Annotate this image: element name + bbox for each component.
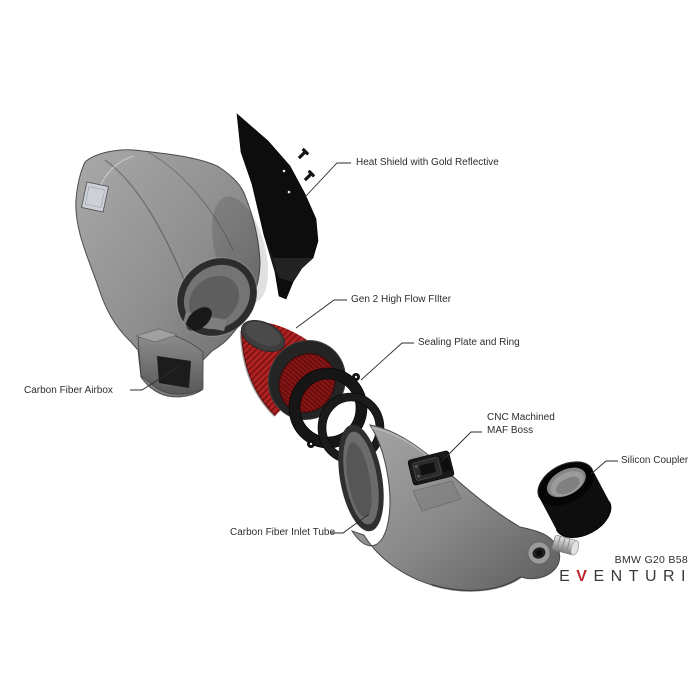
logo-letter-e: E <box>559 568 577 585</box>
leader-airbox <box>130 365 181 391</box>
label-maf-line1: CNC Machined <box>487 412 555 423</box>
logo-letters-rest: ENTURI <box>593 568 692 585</box>
leader-lines <box>130 162 618 534</box>
eventuri-logo: EVENTURI <box>559 568 692 586</box>
inlet-tube-graphic <box>338 424 580 592</box>
airbox-opening <box>176 257 258 337</box>
heat-shield-graphic <box>236 113 319 300</box>
label-sealing: Sealing Plate and Ring <box>418 337 520 348</box>
outlet-nipple <box>551 535 580 556</box>
label-maf-boss: CNC Machined MAF Boss <box>487 412 555 437</box>
airbox-badge <box>81 181 109 213</box>
leader-coupler <box>590 460 618 475</box>
maf-boss-graphic <box>407 450 462 512</box>
airbox-scoop <box>135 328 204 395</box>
inlet-tube-opening <box>338 424 384 532</box>
label-heat-shield: Heat Shield with Gold Reflective <box>356 157 499 168</box>
label-filter: Gen 2 High Flow FIlter <box>351 294 452 305</box>
label-airbox: Carbon Fiber Airbox <box>24 385 113 396</box>
leader-heat-shield <box>304 162 351 198</box>
leader-filter <box>295 299 347 329</box>
leader-inlet-tube <box>330 513 370 534</box>
coupler-graphic <box>537 461 612 538</box>
leader-sealing <box>360 342 414 381</box>
label-inlet-tube: Carbon Fiber Inlet Tube <box>230 527 336 538</box>
logo-letter-v: V <box>576 568 594 585</box>
label-coupler: Silicon Coupler <box>621 455 689 466</box>
leader-maf <box>441 431 482 462</box>
vehicle-model-text: BMW G20 B58 <box>614 554 688 566</box>
label-maf-line2: MAF Boss <box>487 424 534 436</box>
inlet-tube-outlet <box>527 535 580 565</box>
shield-screws <box>297 148 315 182</box>
airbox-graphic <box>75 149 269 398</box>
